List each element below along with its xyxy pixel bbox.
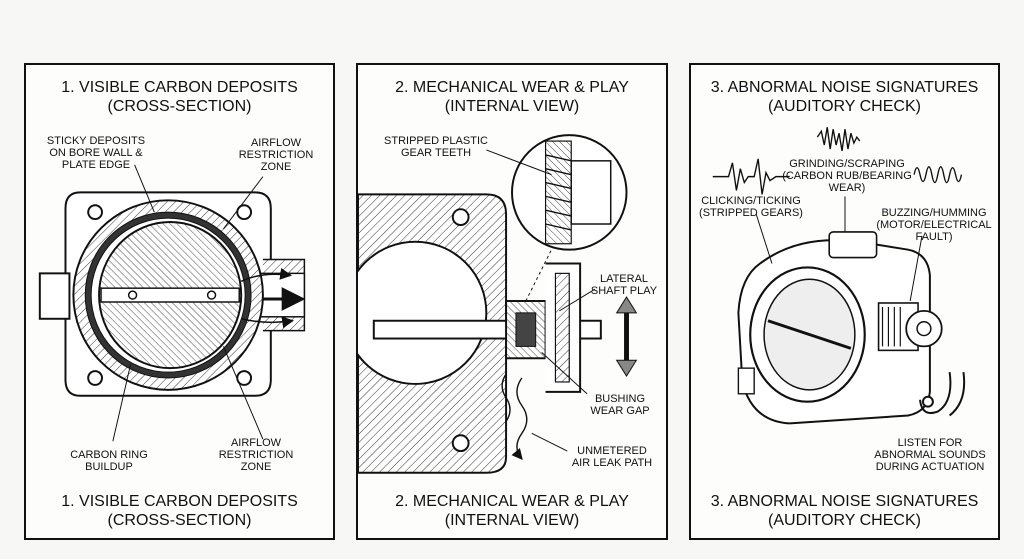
throttle-body-auditory-drawing <box>712 127 966 425</box>
bushing-wear-gap-label: BUSHING WEAR GAP <box>590 393 650 417</box>
panel-footer: 1. VISIBLE CARBON DEPOSITS (CROSS-SECTIO… <box>61 493 298 529</box>
buzzing-humming-label: BUZZING/HUMMING (MOTOR/ELECTRICAL FAULT) <box>876 207 992 243</box>
throttle-cross-section-drawing <box>38 164 306 442</box>
stripped-gear-label: STRIPPED PLASTIC GEAR TEETH <box>384 135 488 159</box>
panel-title: 2. MECHANICAL WEAR & PLAY (INTERNAL VIEW… <box>395 79 629 115</box>
stethoscope-icon <box>919 371 966 417</box>
panel-footer: 3. ABNORMAL NOISE SIGNATURES (AUDITORY C… <box>710 493 979 529</box>
panel-title: 3. ABNORMAL NOISE SIGNATURES (AUDITORY C… <box>710 79 979 115</box>
airflow-restriction-label-bottom: AIRFLOW RESTRICTION ZONE <box>218 437 294 473</box>
grinding-waveform-icon <box>816 127 861 152</box>
clicking-waveform-icon <box>712 158 790 195</box>
listen-for-sounds-label: LISTEN FOR ABNORMAL SOUNDS DURING ACTUAT… <box>874 437 986 473</box>
air-leak-path-label: UNMETERED AIR LEAK PATH <box>571 445 653 469</box>
grinding-scraping-label: GRINDING/SCRAPING (CARBON RUB/BEARING WE… <box>782 158 912 194</box>
mechanical-wear-panel: 2. MECHANICAL WEAR & PLAY (INTERNAL VIEW… <box>356 63 668 540</box>
buzzing-waveform-icon <box>913 166 963 184</box>
panel-footer: 2. MECHANICAL WEAR & PLAY (INTERNAL VIEW… <box>395 493 629 529</box>
carbon-ring-label: CARBON RING BUILDUP <box>70 449 148 473</box>
panel-title: 1. VISIBLE CARBON DEPOSITS (CROSS-SECTIO… <box>61 79 298 115</box>
lateral-shaft-play-label: LATERAL SHAFT PLAY <box>590 273 658 297</box>
carbon-deposits-panel: 1. VISIBLE CARBON DEPOSITS (CROSS-SECTIO… <box>24 63 335 540</box>
airflow-restriction-label-top: AIRFLOW RESTRICTION ZONE <box>238 137 314 173</box>
internal-view-drawing <box>358 134 638 474</box>
clicking-ticking-label: CLICKING/TICKING (STRIPPED GEARS) <box>699 195 803 219</box>
sticky-deposits-label: STICKY DEPOSITS ON BORE WALL & PLATE EDG… <box>46 135 146 171</box>
noise-signatures-panel: 3. ABNORMAL NOISE SIGNATURES (AUDITORY C… <box>689 63 1000 540</box>
